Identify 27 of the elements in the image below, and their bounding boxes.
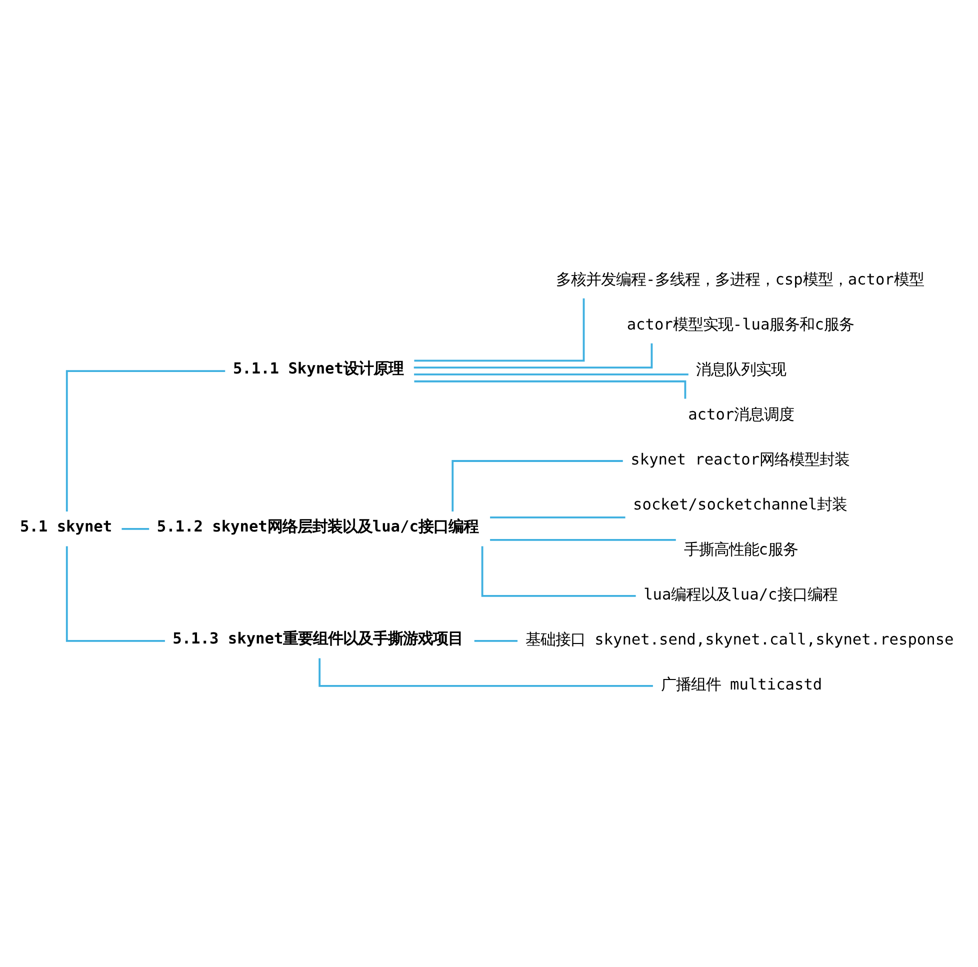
node-text: 5.1.3 skynet重要组件以及手撕游戏项目 [172, 630, 464, 648]
node-text: 基础接口 skynet.send,skynet.call,skynet.response [525, 630, 954, 649]
node-text: skynet reactor网络模型封装 [630, 450, 850, 469]
connector [66, 546, 165, 642]
node-text: 广播组件 multicastd [660, 676, 822, 694]
connector [122, 528, 150, 530]
connector [414, 298, 585, 362]
connector [452, 460, 623, 512]
node-text: 多核并发编程-多线程，多进程，csp模型，actor模型 [556, 270, 924, 289]
node-text: lua编程以及lua/c接口编程 [644, 586, 838, 604]
node-text: 消息队列实现 [696, 360, 786, 379]
connector [490, 539, 676, 541]
connector [481, 546, 636, 597]
connector [414, 380, 686, 399]
node-text: socket/socketchannel封装 [633, 496, 848, 514]
connector [318, 658, 653, 687]
node-text: 5.1.1 Skynet设计原理 [232, 360, 404, 378]
node-text: 手撕高性能c服务 [684, 540, 798, 559]
connector [414, 374, 688, 376]
node-text: actor模型实现-lua服务和c服务 [626, 316, 854, 334]
node-text: actor消息调度 [688, 406, 794, 424]
node-text: 5.1.2 skynet网络层封装以及lua/c接口编程 [156, 518, 478, 536]
connector [474, 640, 518, 642]
connector [490, 516, 626, 518]
node-text: 5.1 skynet [20, 518, 112, 536]
connector [66, 370, 226, 512]
connector [414, 343, 653, 369]
